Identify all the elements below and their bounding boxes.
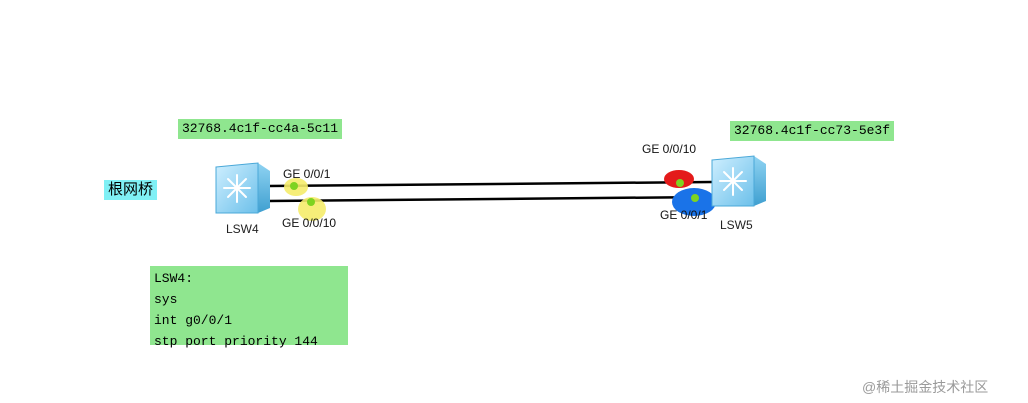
- command-line: int g0/0/1: [154, 313, 233, 328]
- lsw4-port-ge0010-label: GE 0/0/10: [282, 216, 337, 230]
- lsw5-port-ge0010-indicator: [664, 170, 694, 188]
- lsw5-port-ge001-label: GE 0/0/1: [660, 208, 708, 222]
- link-ge001-ge0010: [267, 180, 713, 188]
- lsw5-name-label: LSW5: [720, 218, 753, 232]
- root-bridge-label: 根网桥: [104, 180, 158, 200]
- lsw5-port-ge001-indicator: [672, 188, 716, 216]
- link-ge0010-ge001: [267, 195, 713, 203]
- config-command-note: LSW4: sys int g0/0/1 stp port priority 1…: [150, 266, 348, 349]
- lsw4-port-ge001-label: GE 0/0/1: [283, 167, 331, 181]
- command-line: LSW4:: [154, 271, 194, 286]
- switch-icon[interactable]: [215, 162, 270, 214]
- lsw4-name-label: LSW4: [226, 222, 259, 236]
- lsw4-port-ge001-dot: [290, 182, 298, 190]
- lsw5-bridge-id-label: 32768.4c1f-cc73-5e3f: [730, 121, 895, 141]
- lsw4-port-ge0010-indicator: [298, 197, 326, 221]
- command-line: sys: [154, 292, 178, 307]
- lsw5-port-ge0010-dot: [676, 179, 684, 187]
- lsw4-port-ge0010-dot: [307, 198, 315, 206]
- lsw5-port-ge001-dot: [691, 194, 699, 202]
- watermark: @稀土掘金技术社区: [862, 379, 989, 395]
- command-line: stp port priority 144: [154, 334, 318, 349]
- switch-icon[interactable]: [711, 155, 766, 207]
- lsw4-bridge-id-label: 32768.4c1f-cc4a-5c11: [178, 119, 343, 139]
- lsw5-port-ge0010-label: GE 0/0/10: [642, 142, 697, 156]
